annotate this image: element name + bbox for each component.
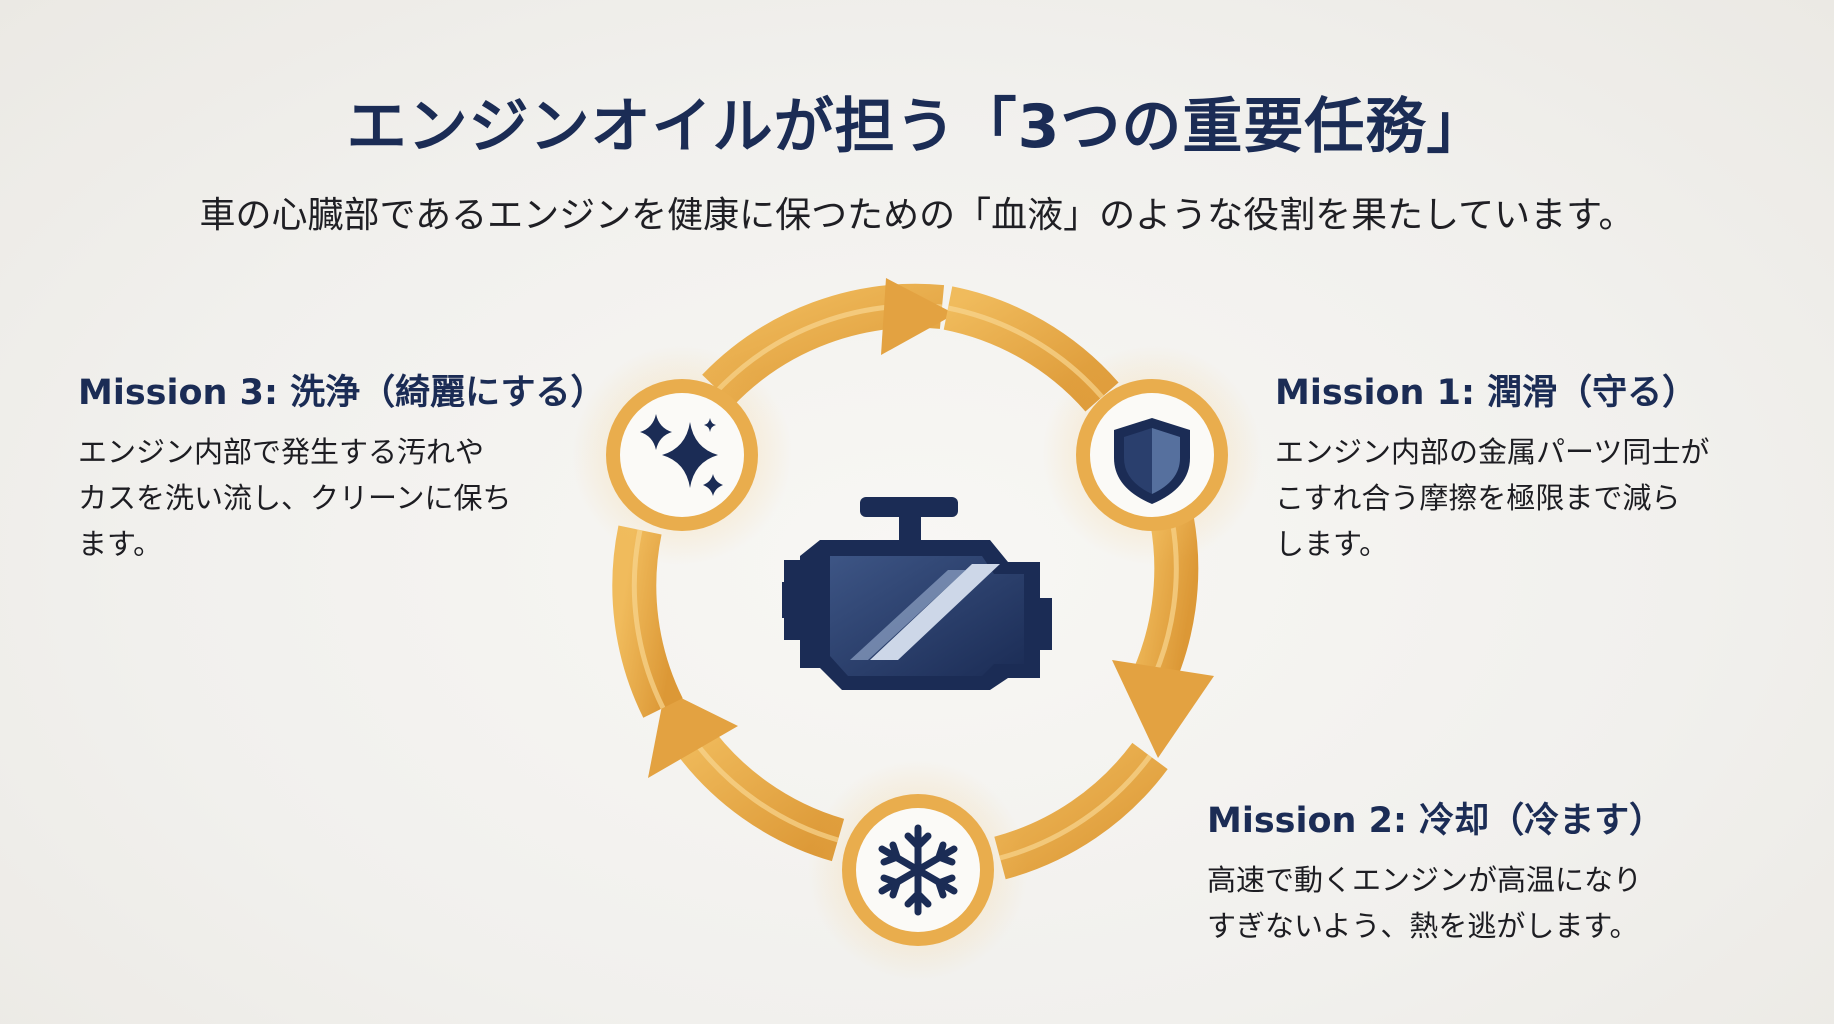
mission1-line-3: します。 <box>1275 527 1389 561</box>
mission3-line-1: エンジン内部で発生する汚れや <box>78 435 485 469</box>
page-subtitle: 車の心臓部であるエンジンを健康に保つための「血液」のような役割を果たしています。 <box>199 195 1635 236</box>
mission1-line-1: エンジン内部の金属パーツ同士が <box>1275 435 1710 469</box>
mission2-line-2: すぎないよう、熱を逃がします。 <box>1207 909 1639 943</box>
mission1-node <box>1042 345 1262 565</box>
mission3-line-3: ます。 <box>78 527 163 561</box>
mission3-heading: Mission 3: 洗浄（綺麗にする） <box>78 373 606 413</box>
engine-icon <box>782 497 1052 690</box>
mission2-heading: Mission 2: 冷却（冷ます） <box>1207 801 1665 841</box>
mission1-block: Mission 1: 潤滑（守る） エンジン内部の金属パーツ同士が こすれ合う摩… <box>1275 364 1709 567</box>
sparkles-icon <box>640 414 723 496</box>
mission3-line-2: カスを洗い流し、クリーンに保ち <box>78 481 512 515</box>
cycle-arrow-bottom-left <box>648 690 845 862</box>
mission2-block: Mission 2: 冷却（冷ます） 高速で動くエンジンが高温になり すぎないよ… <box>1207 792 1664 949</box>
mission1-line-2: こすれ合う摩擦を極限まで減ら <box>1275 481 1681 515</box>
mission2-node <box>808 760 1028 980</box>
page-title: エンジンオイルが担う「3つの重要任務」 <box>346 92 1488 162</box>
mission1-heading: Mission 1: 潤滑（守る） <box>1275 373 1698 413</box>
snowflake-icon <box>878 824 958 916</box>
shield-icon <box>1114 418 1190 504</box>
mission2-line-1: 高速で動くエンジンが高温になり <box>1207 863 1643 897</box>
mission3-block: Mission 3: 洗浄（綺麗にする） エンジン内部で発生する汚れや カスを洗… <box>78 364 606 567</box>
mission3-node <box>572 345 792 565</box>
